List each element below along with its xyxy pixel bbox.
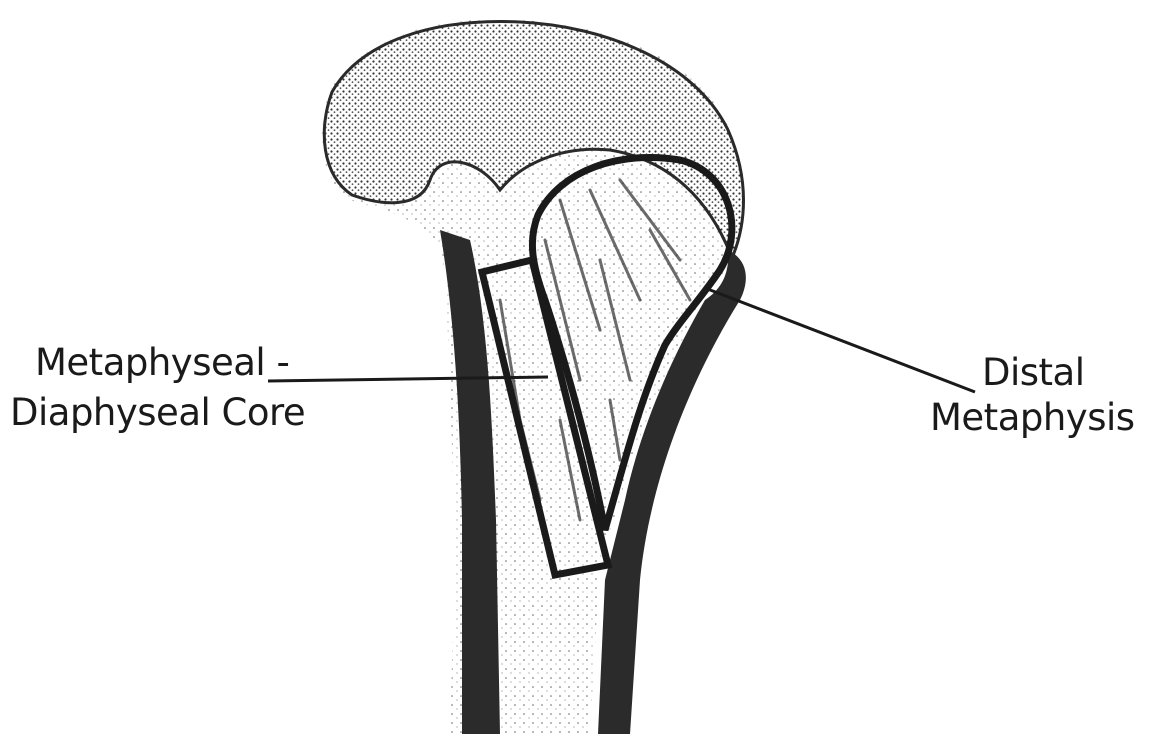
- core-label-line2: Diaphyseal Core: [10, 393, 305, 433]
- distal-label-line2: Metaphysis: [930, 398, 1135, 438]
- leader-line-distal: [705, 288, 975, 392]
- distal-label-line1: Distal: [982, 353, 1085, 393]
- core-label-line1: Metaphyseal -: [35, 343, 289, 383]
